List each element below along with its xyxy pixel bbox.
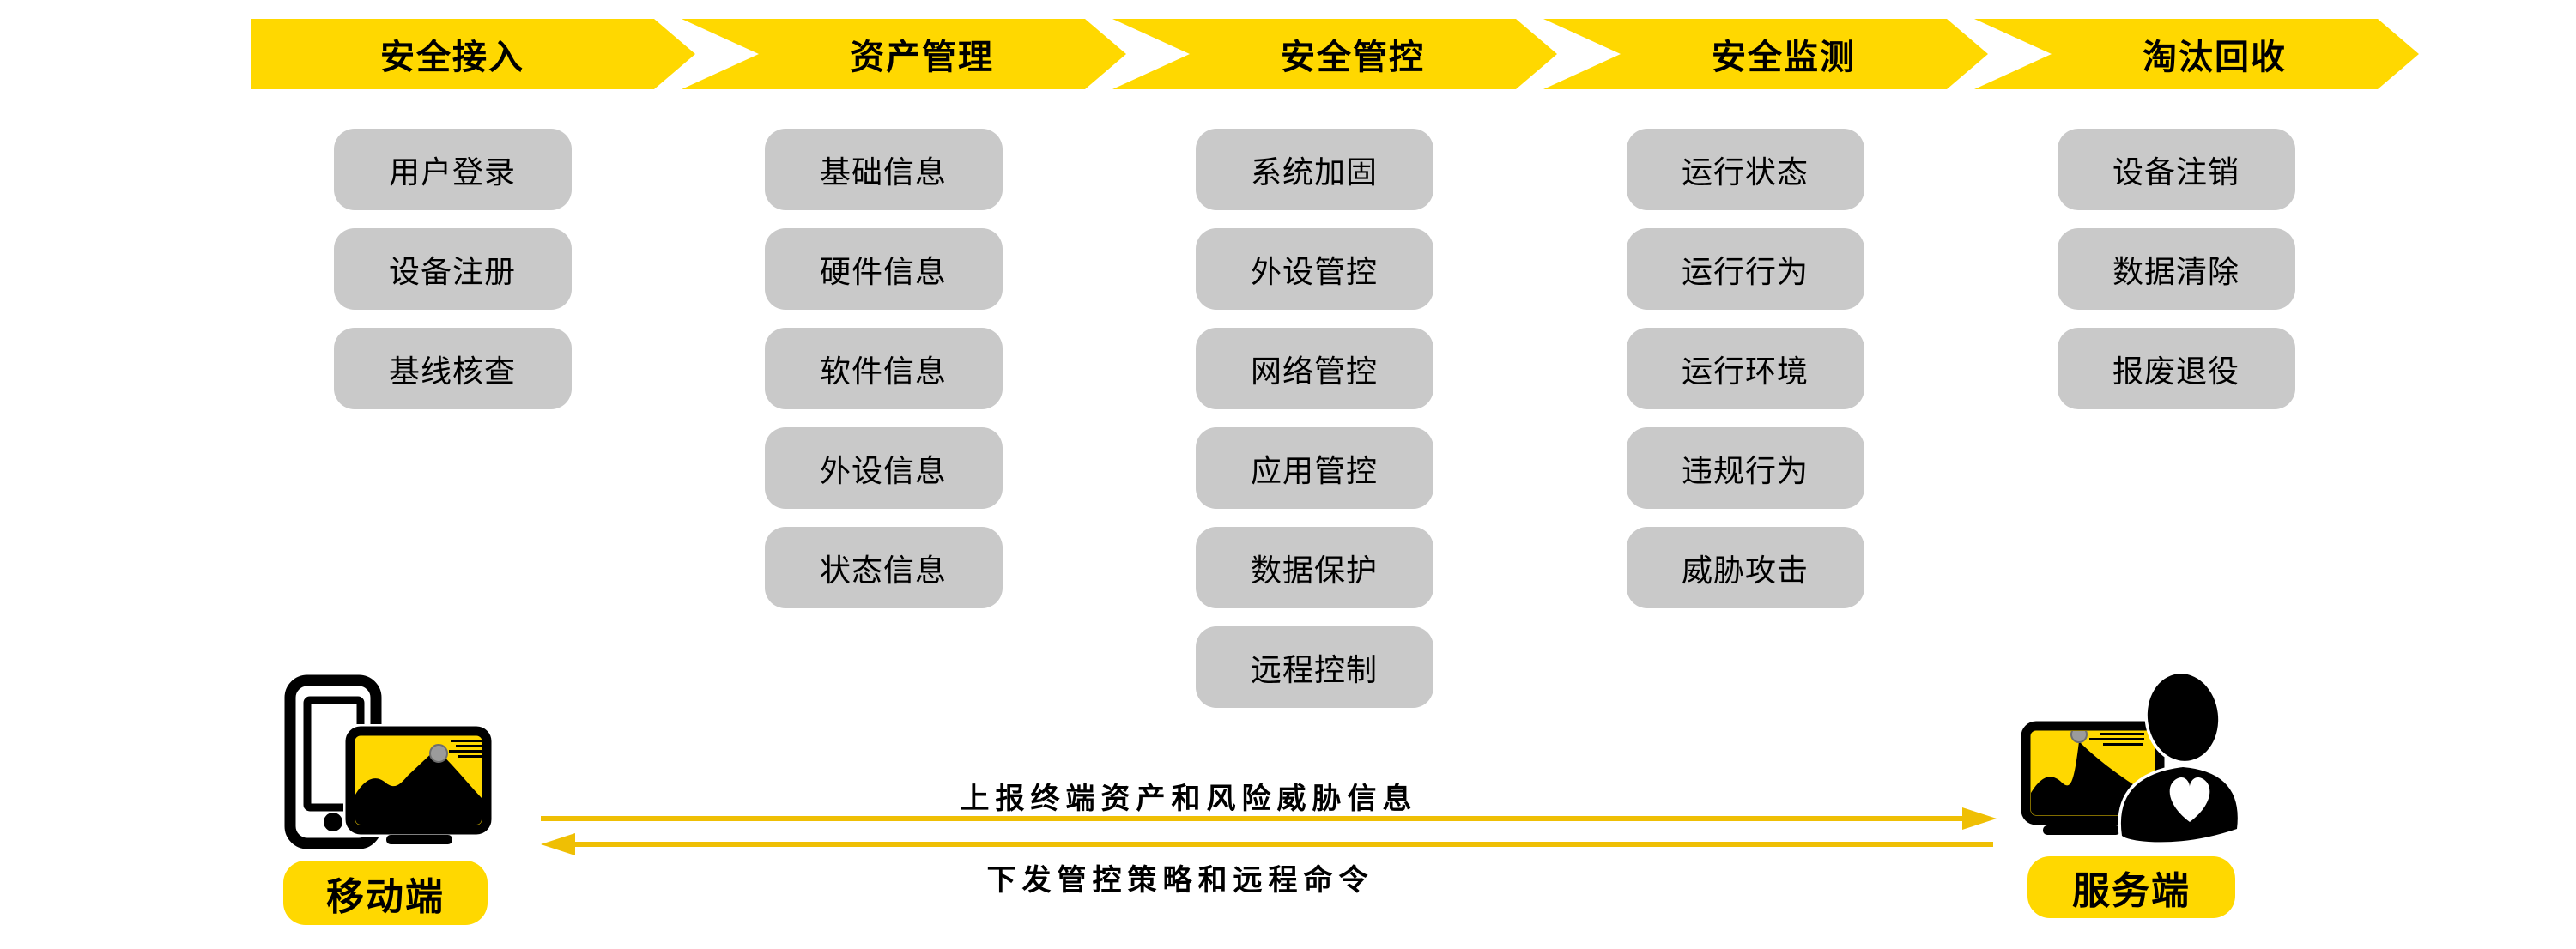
phase-item: 威胁攻击: [1626, 527, 1864, 608]
phase-item: 软件信息: [764, 328, 1003, 409]
speed-lines-icon: [2089, 733, 2144, 746]
phase-item: 外设管控: [1195, 228, 1433, 310]
phase-column: 淘汰回收 设备注销 数据清除 报废退役: [1974, 19, 2419, 409]
phase-item-label: 用户登录: [388, 154, 516, 190]
sun-icon: [2070, 731, 2088, 743]
phase-item-label: 基线核查: [388, 353, 516, 389]
mobile-label: 移动端: [283, 861, 488, 925]
flow-down-line: [573, 842, 1993, 847]
phase-title: 安全监测: [1712, 39, 1856, 76]
phase-header-chevron: 安全监测: [1543, 19, 1988, 89]
phase-column: 资产管理 基础信息 硬件信息 软件信息 外设信息 状态信息: [682, 19, 1126, 608]
person-icon: [2118, 674, 2241, 845]
phase-column: 安全接入 用户登录 设备注册 基线核查: [251, 19, 695, 409]
phase-title: 淘汰回收: [2143, 39, 2287, 76]
phone-icon: [284, 674, 382, 849]
phase-item: 设备注册: [333, 228, 572, 310]
sun-icon: [429, 744, 448, 763]
phase-column: 安全管控 系统加固 外设管控 网络管控 应用管控 数据保护 远程控制: [1112, 19, 1557, 708]
phase-item: 基础信息: [764, 129, 1003, 210]
phase-item-label: 基础信息: [819, 154, 947, 190]
phase-item: 运行行为: [1626, 228, 1864, 310]
flow-up-label: 上报终端资产和风险威胁信息: [960, 783, 1418, 815]
phase-item-label: 违规行为: [1681, 452, 1809, 488]
phase-item-label: 软件信息: [819, 353, 947, 389]
arrowhead-right-icon: [1962, 807, 1997, 830]
phase-item: 系统加固: [1195, 129, 1433, 210]
phase-item-label: 外设管控: [1250, 253, 1378, 289]
phase-items: 运行状态 运行行为 运行环境 违规行为 威胁攻击: [1543, 129, 1947, 608]
heart-icon: [2169, 777, 2210, 822]
phase-item: 设备注销: [2057, 129, 2295, 210]
phase-item: 远程控制: [1195, 626, 1433, 708]
phase-item-label: 数据保护: [1250, 552, 1378, 588]
phase-item: 状态信息: [764, 527, 1003, 608]
phase-item: 应用管控: [1195, 427, 1433, 509]
phase-item-label: 远程控制: [1250, 651, 1378, 687]
phase-item-label: 设备注销: [2112, 154, 2240, 190]
phase-item: 硬件信息: [764, 228, 1003, 310]
mobile-device-icon: [284, 674, 494, 849]
phase-item-label: 报废退役: [2112, 353, 2240, 389]
phase-item: 违规行为: [1626, 427, 1864, 509]
phase-item-label: 运行状态: [1681, 154, 1809, 190]
phase-item: 运行环境: [1626, 328, 1864, 409]
mountain-icon: [2031, 741, 2155, 815]
flow-down-label: 下发管控策略和远程命令: [986, 864, 1374, 897]
phase-item-label: 硬件信息: [819, 253, 947, 289]
speed-lines-icon: [449, 740, 482, 758]
monitor-stand-icon: [386, 835, 452, 844]
phase-item-label: 网络管控: [1250, 353, 1378, 389]
phase-item-label: 威胁攻击: [1681, 552, 1809, 588]
phase-header-chevron: 安全管控: [1112, 19, 1557, 89]
server-device-icon: [2019, 674, 2241, 845]
phase-title: 安全接入: [380, 39, 524, 76]
server-label: 服务端: [2027, 856, 2235, 918]
phase-items: 系统加固 外设管控 网络管控 应用管控 数据保护 远程控制: [1112, 129, 1516, 708]
phase-item-label: 外设信息: [819, 452, 947, 488]
phase-header-chevron: 资产管理: [682, 19, 1126, 89]
arrowhead-left-icon: [541, 833, 575, 855]
phase-item: 用户登录: [333, 129, 572, 210]
phase-header-chevron: 安全接入: [251, 19, 695, 89]
phase-items: 设备注销 数据清除 报废退役: [1974, 129, 2378, 409]
flow-up-line: [541, 816, 1964, 821]
phase-item: 基线核查: [333, 328, 572, 409]
phase-item: 网络管控: [1195, 328, 1433, 409]
monitor-picture-icon: [343, 724, 494, 844]
phase-item-label: 运行环境: [1681, 353, 1809, 389]
phase-items: 基础信息 硬件信息 软件信息 外设信息 状态信息: [682, 129, 1085, 608]
phase-item: 运行状态: [1626, 129, 1864, 210]
phase-item: 数据保护: [1195, 527, 1433, 608]
phase-item: 数据清除: [2057, 228, 2295, 310]
phase-title: 安全管控: [1281, 39, 1425, 76]
phase-item-label: 运行行为: [1681, 253, 1809, 289]
phase-items: 用户登录 设备注册 基线核查: [251, 129, 654, 409]
phase-header-chevron: 淘汰回收: [1974, 19, 2419, 89]
phase-item-label: 应用管控: [1250, 452, 1378, 488]
phase-item-label: 设备注册: [388, 253, 516, 289]
phase-item-label: 数据清除: [2112, 253, 2240, 289]
mountain-icon: [355, 749, 482, 825]
phase-column: 安全监测 运行状态 运行行为 运行环境 违规行为 威胁攻击: [1543, 19, 1988, 608]
monitor-stand-icon: [2043, 825, 2120, 835]
phase-item-label: 状态信息: [819, 552, 947, 588]
phase-title: 资产管理: [850, 39, 994, 76]
phase-item: 外设信息: [764, 427, 1003, 509]
phase-item-label: 系统加固: [1250, 154, 1378, 190]
phase-item: 报废退役: [2057, 328, 2295, 409]
